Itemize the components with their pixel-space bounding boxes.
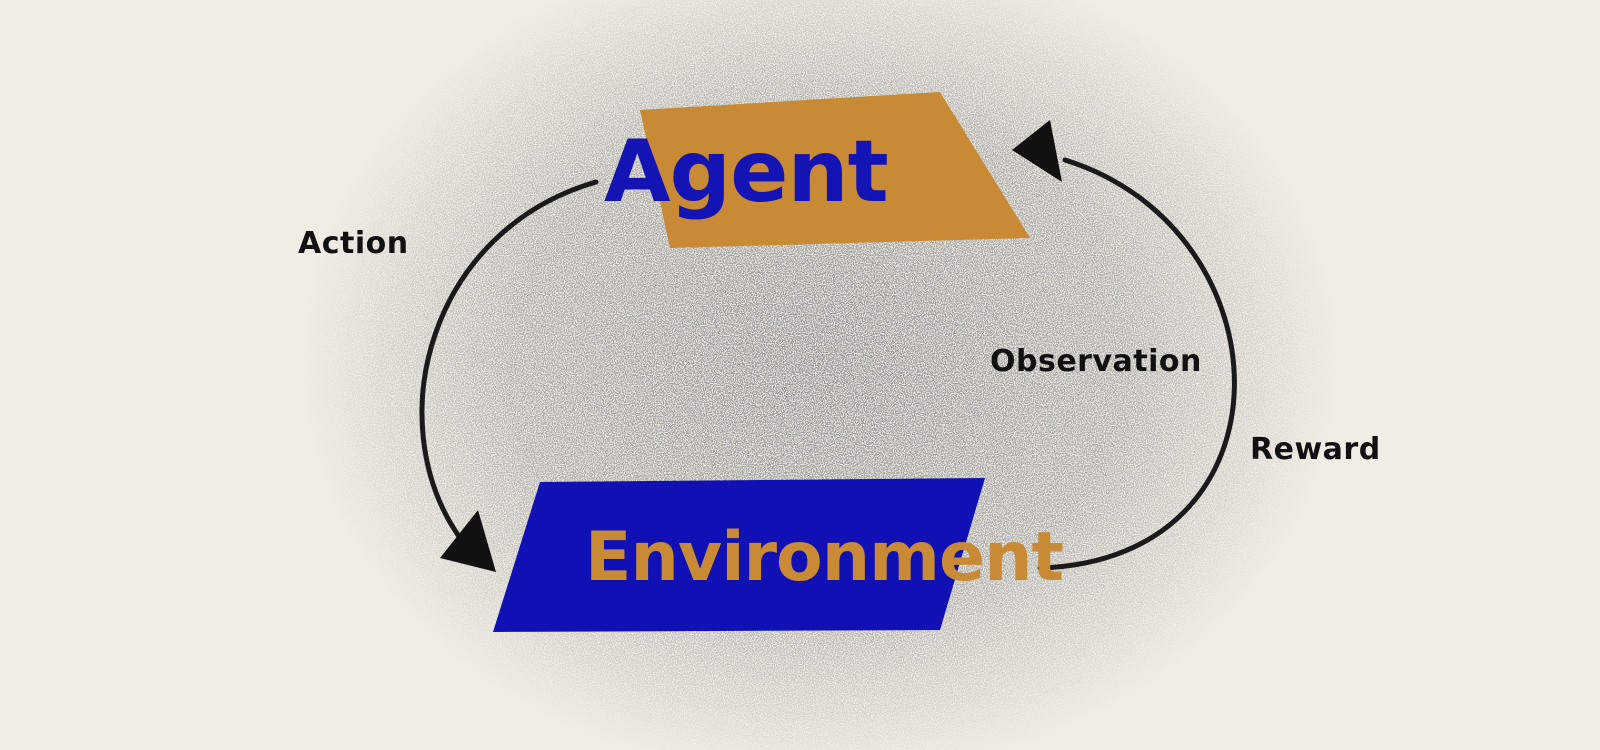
action-label: Action	[298, 226, 409, 261]
environment-label: Environment	[585, 518, 1064, 597]
agent-label: Agent	[604, 122, 889, 222]
action-arrow	[419, 179, 599, 538]
agent-box	[640, 92, 1030, 248]
observation-label: Observation	[990, 344, 1202, 379]
environment-box	[493, 478, 985, 632]
observation-arrowhead-icon	[1012, 120, 1062, 182]
action-arrowhead-icon	[440, 510, 496, 572]
reward-label: Reward	[1250, 432, 1381, 467]
observation-reward-arrow	[1037, 157, 1237, 571]
